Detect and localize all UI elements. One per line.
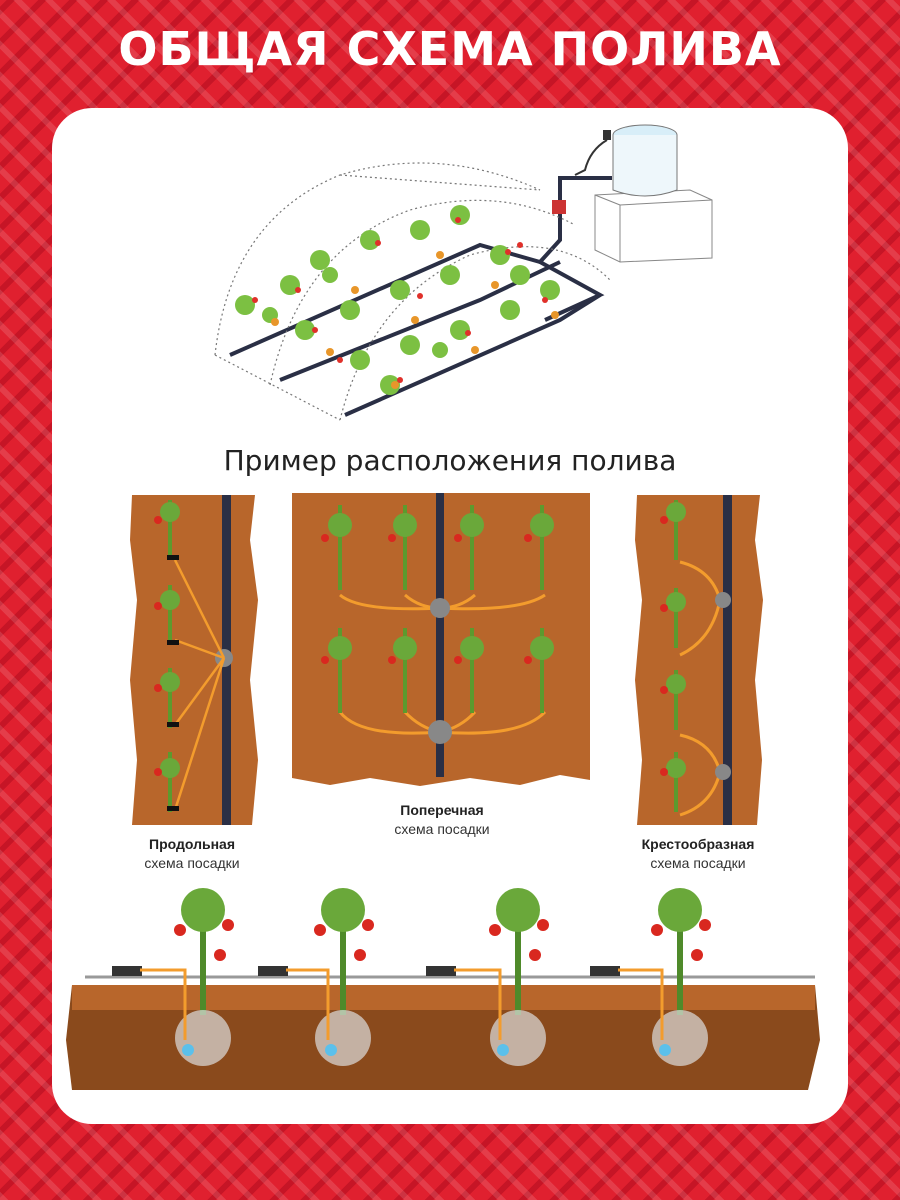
soil-cross-section (0, 0, 900, 1200)
